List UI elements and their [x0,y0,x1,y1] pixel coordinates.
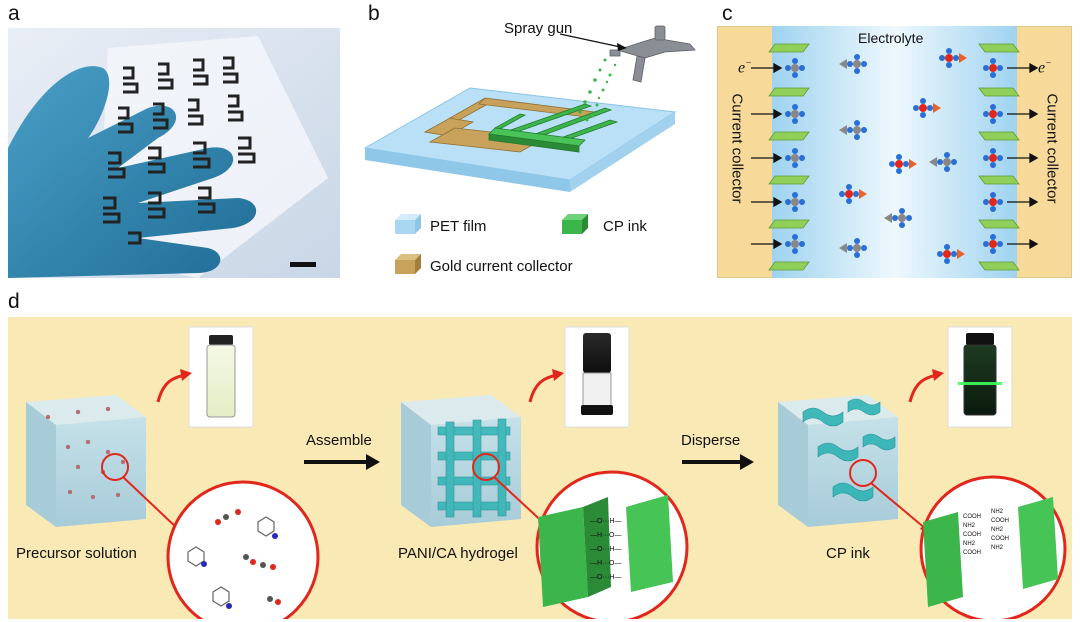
legend-gold-label: Gold current collector [430,258,573,275]
hydrogel-cube [401,395,521,527]
bond-label: COOH [991,536,1009,542]
precursor-cube [26,395,146,527]
bond-label: NH2 [991,509,1004,515]
electrode-array [103,56,256,245]
legend-pet-swatch [395,214,421,234]
stage2-label: PANI/CA hydrogel [398,545,518,562]
assemble-label: Assemble [306,432,372,449]
stage3-label: CP ink [826,545,870,562]
bond-label: COOH [963,550,981,556]
bond-label: NH2 [991,545,1004,551]
ion-clusters [785,48,1003,264]
zoom-circle-hydrogel: —O···H— —H···O— —O···H— —H···O— —O···H— [535,470,689,619]
right-current-collector-label: Current collector [1043,93,1061,204]
bond-label: NH2 [991,527,1004,533]
svg-text:—O···H—: —O···H— [590,518,622,525]
legend-pet-label: PET film [430,218,487,235]
panel-b-letter: b [368,2,380,25]
zoom-circle-small-3 [849,459,877,487]
panel-c-schematic [717,26,1072,278]
scale-bar [290,262,316,267]
bond-labels-left: COOH NH2 COOH NH2 COOH [963,513,981,558]
spray-gun-icon [609,25,696,83]
electrolyte-label: Electrolyte [858,30,924,46]
electron-label-left: e− [738,58,752,77]
electron-charge: − [1045,58,1052,69]
electrode-plates [768,43,1020,271]
electron-symbol: e [738,59,746,77]
legend-cp-swatch [562,214,588,234]
spray-particles [578,58,617,122]
hydrogel-vial [564,326,630,428]
bond-label: COOH [963,514,981,520]
zoom-pointer-3 [870,482,927,530]
disperse-label: Disperse [681,432,741,449]
legend-cp-label: CP ink [603,218,647,235]
zoom-circle-small-1 [101,453,129,481]
cp-ink-layer [488,103,619,153]
pet-film-edge [365,148,570,192]
panel-a-photo [8,28,340,278]
svg-text:—O···H—: —O···H— [590,574,622,581]
electron-arrows [751,62,1039,250]
spray-gun-label: Spray gun [504,20,573,37]
panel-a-letter: a [8,2,20,25]
cp-ink-cube [778,395,898,527]
bond-label: COOH [963,532,981,538]
svg-text:—H···O—: —H···O— [590,560,622,567]
zoom-pointer-1 [122,476,179,530]
stage1-label: Precursor solution [16,545,137,562]
zoom-circle-small-2 [472,453,500,481]
panel-b-schematic [363,25,696,192]
svg-text:—O···H—: —O···H— [590,546,622,553]
spray-gun-pointer [559,33,626,49]
legend-gold-swatch [395,254,421,274]
panel-d-letter: d [8,290,20,313]
bond-labels-right: NH2 COOH NH2 COOH NH2 [991,508,1009,553]
cp-ink-vial [947,326,1013,428]
panel-d-schematic: —O···H— —H···O— —O···H— —H···O— —O···H— [26,326,1067,619]
blue-glove [8,66,257,278]
precursor-vial [188,326,254,428]
zoom-circle-precursor [166,480,320,619]
zoom-circle-cp-ink [919,475,1067,619]
electron-label-right: e− [1038,58,1052,77]
panel-c-letter: c [722,2,733,25]
electron-charge: − [745,58,752,69]
svg-text:—H···O—: —H···O— [590,532,622,539]
left-current-collector-label: Current collector [728,93,746,204]
bond-label: NH2 [963,523,976,529]
electrolyte-region [772,26,1017,278]
bond-label: NH2 [963,541,976,547]
bond-label: COOH [991,518,1009,524]
electron-symbol: e [1038,59,1046,77]
